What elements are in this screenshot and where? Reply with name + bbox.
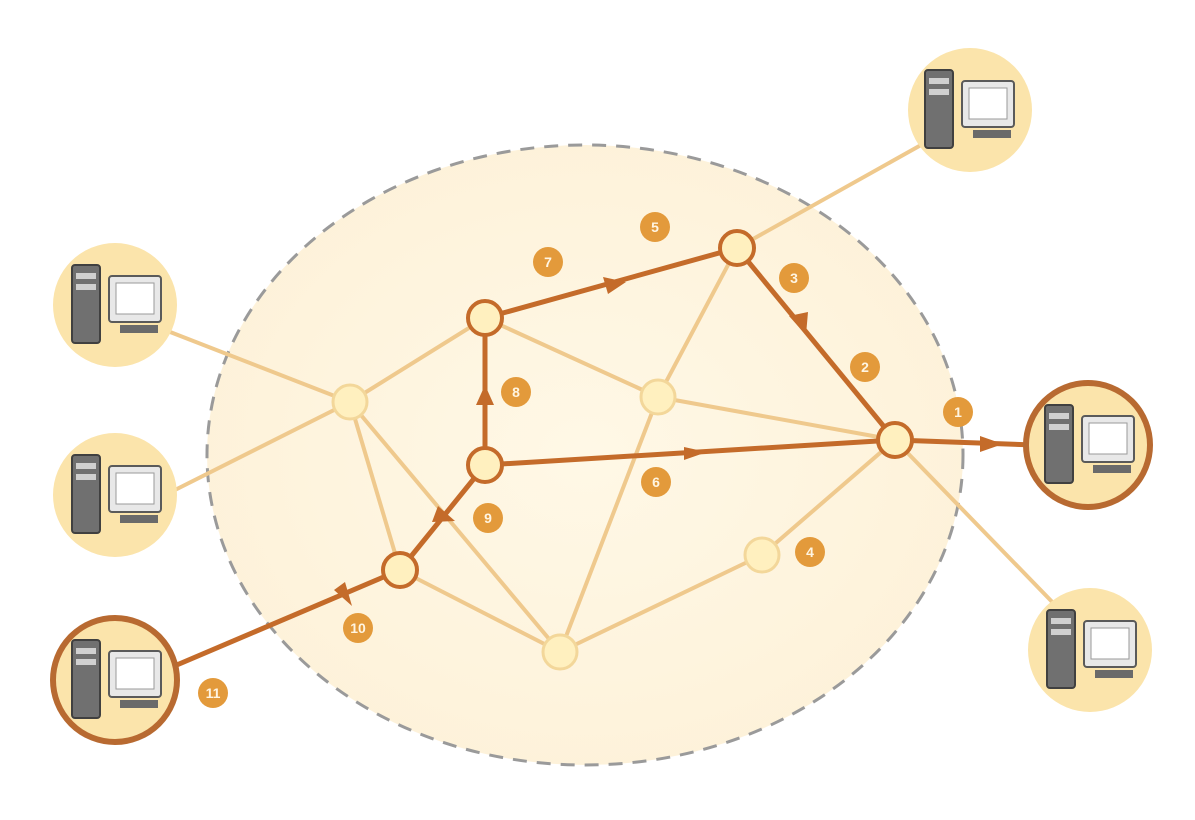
step-label-6: 6 — [652, 474, 660, 490]
path-segment-3-2 — [735, 246, 897, 442]
step-label-2: 2 — [861, 359, 869, 375]
link-node-e-to-host-right-top — [736, 138, 931, 250]
step-badge-8: 8 — [501, 377, 531, 407]
path-arrow-6 — [684, 447, 707, 460]
link-center-node-to-node-e — [656, 247, 739, 398]
link-bottom-node-to-lower-right-node — [559, 553, 763, 654]
step-badge-6: 6 — [641, 467, 671, 497]
step-badge-7: 7 — [533, 247, 563, 277]
router-node-lower-right[interactable] — [743, 536, 781, 574]
link-hub-a-to-node-c — [348, 316, 487, 404]
link-hub-a-to-node-b — [348, 401, 402, 571]
step-label-9: 9 — [484, 510, 492, 526]
router-node-b[interactable] — [381, 551, 419, 589]
step-badge-9: 9 — [473, 503, 503, 533]
network-links — [164, 138, 1062, 654]
router-nodes — [331, 229, 914, 671]
router-node-d[interactable] — [466, 446, 504, 484]
computer-icon — [924, 69, 1015, 149]
step-label-10: 10 — [350, 620, 366, 636]
link-node-f-to-host-right-bottom — [893, 438, 1062, 612]
path-arrow-7 — [603, 277, 626, 294]
path-arrows — [334, 277, 1003, 606]
computer-icon — [71, 639, 162, 719]
router-node-hub-a[interactable] — [331, 383, 369, 421]
step-label-3: 3 — [790, 270, 798, 286]
link-lower-right-node-to-node-f — [760, 438, 897, 557]
host-right-middle[interactable] — [1023, 380, 1153, 510]
step-label-5: 5 — [651, 219, 659, 235]
step-badge-2: 2 — [850, 352, 880, 382]
link-bottom-node-to-center-node — [558, 396, 660, 653]
path-arrow-9 — [432, 506, 455, 522]
host-left-bottom[interactable] — [50, 615, 180, 745]
link-hub-a-to-bottom-node — [348, 400, 562, 654]
router-node-f[interactable] — [876, 421, 914, 459]
host-right-top[interactable] — [908, 48, 1032, 172]
router-node-center[interactable] — [639, 378, 677, 416]
host-right-bottom[interactable] — [1028, 588, 1152, 712]
hosts — [50, 48, 1153, 745]
path-segment-1 — [894, 437, 1036, 448]
path-arrow-1 — [980, 436, 1003, 452]
path-arrow-3 — [789, 312, 808, 335]
link-host-left-top-to-hub-a — [164, 328, 351, 404]
router-node-bottom[interactable] — [541, 633, 579, 671]
computer-icon — [1044, 404, 1135, 484]
computer-icon — [71, 264, 162, 344]
host-left-middle[interactable] — [53, 433, 177, 557]
path-segment-11-10 — [164, 567, 401, 673]
step-label-7: 7 — [544, 254, 552, 270]
path-arrow-8 — [476, 385, 494, 405]
router-node-c[interactable] — [466, 299, 504, 337]
host-left-top[interactable] — [53, 243, 177, 367]
router-node-e[interactable] — [718, 229, 756, 267]
step-badge-3: 3 — [779, 263, 809, 293]
step-label-4: 4 — [806, 544, 814, 560]
computer-icon — [1046, 609, 1137, 689]
path-arrow-11 — [334, 582, 352, 606]
step-badge-4: 4 — [795, 537, 825, 567]
link-node-c-to-center-node — [484, 316, 659, 399]
step-label-11: 11 — [206, 685, 221, 701]
step-badge-1: 1 — [943, 397, 973, 427]
link-node-b-to-bottom-node — [399, 568, 561, 654]
step-badge-11: 11 — [198, 678, 228, 708]
link-host-left-middle-to-hub-a — [164, 400, 351, 497]
step-label-1: 1 — [954, 404, 962, 420]
step-badge-10: 10 — [343, 613, 373, 643]
link-center-node-to-node-f — [657, 395, 896, 442]
step-badges: 11 10 9 8 7 5 — [198, 212, 973, 708]
computer-icon — [71, 454, 162, 534]
step-badge-5: 5 — [640, 212, 670, 242]
step-label-8: 8 — [512, 384, 520, 400]
network-cloud — [205, 143, 965, 767]
